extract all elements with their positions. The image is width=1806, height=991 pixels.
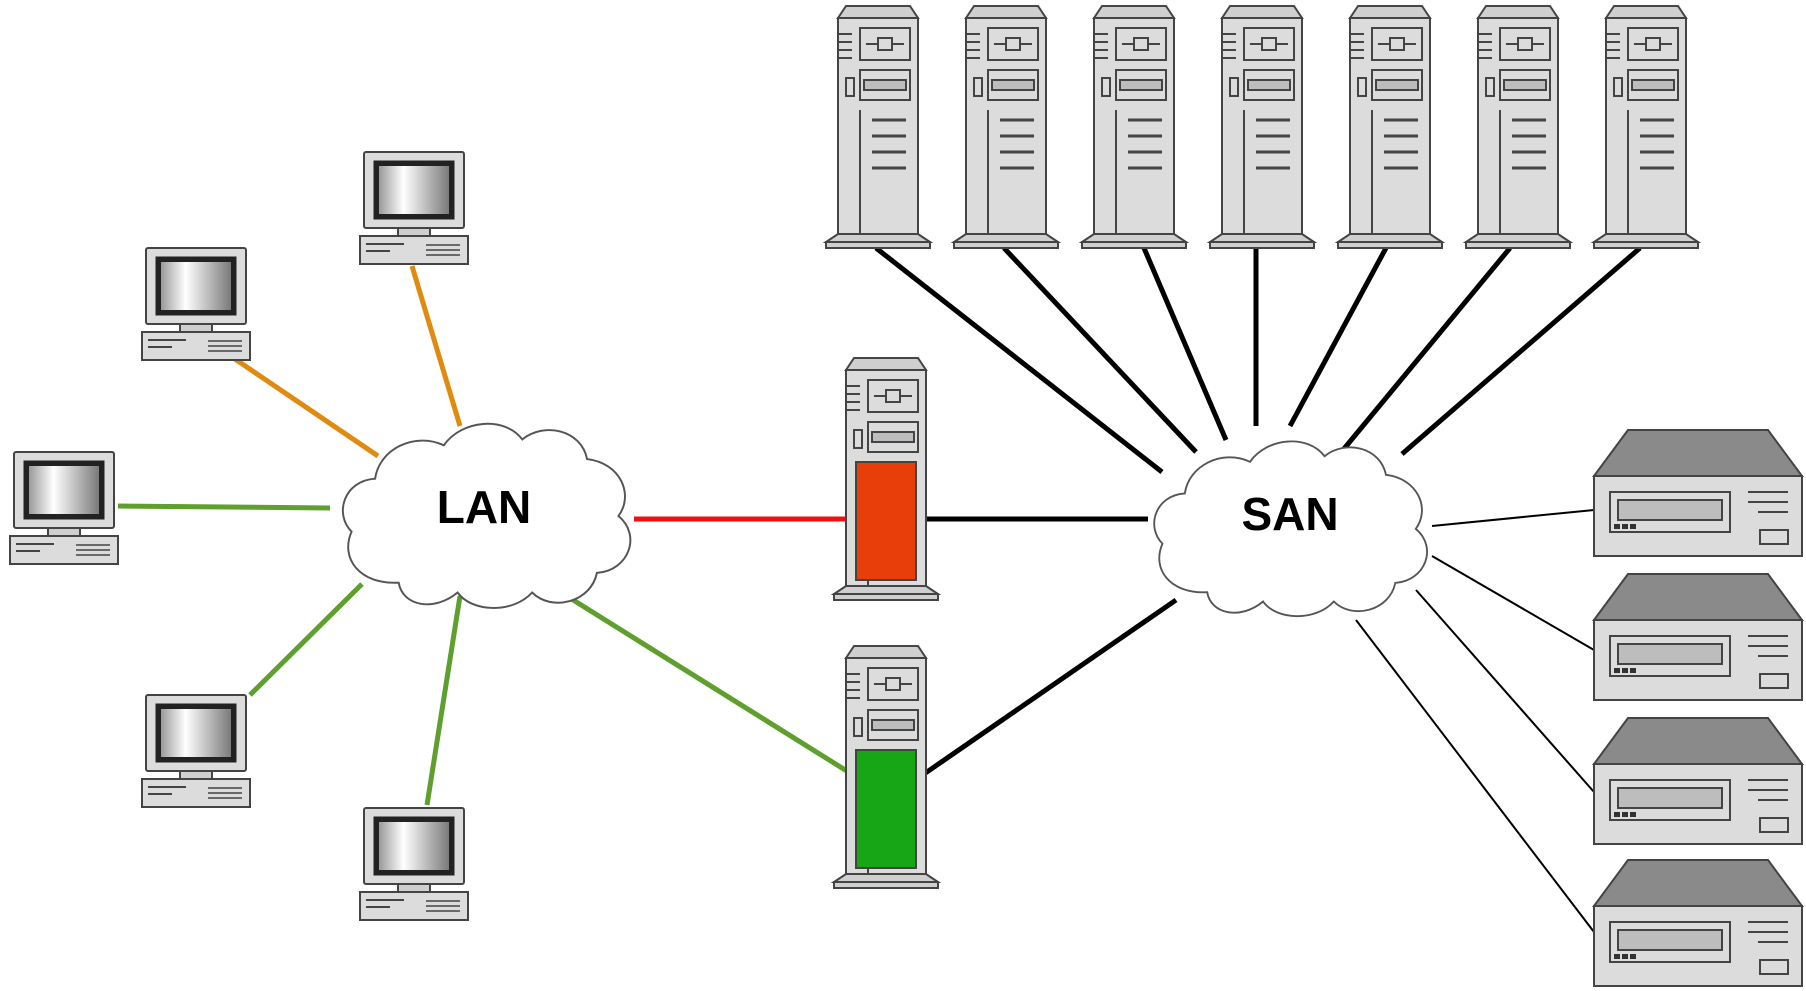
- green-server: [832, 644, 940, 890]
- desktop-computer-icon: [141, 247, 251, 361]
- link-top-server-6-san: [1336, 246, 1512, 458]
- tower-server-icon: [1080, 4, 1188, 250]
- tape-drive-icon: [1593, 717, 1803, 845]
- link-top-server-5-san: [1287, 246, 1389, 428]
- san-label: SAN: [1241, 488, 1338, 540]
- lan-label: LAN: [437, 481, 532, 533]
- link-client-2-lan: [230, 354, 380, 459]
- desktop-computer-icon: [359, 807, 469, 921]
- tape-drive-icon: [1593, 573, 1803, 701]
- tower-server-icon: [1464, 4, 1572, 250]
- link-client-3-lan: [117, 503, 331, 511]
- top-servers: [824, 4, 1700, 250]
- desktop-computer-icon: [359, 151, 469, 265]
- red-server-panel: [855, 461, 917, 581]
- tower-server-icon: [1336, 4, 1444, 250]
- link-lan-green-server: [568, 595, 860, 781]
- link-san-tape-2: [1431, 555, 1595, 651]
- links: [117, 246, 1642, 933]
- link-green-server-san: [922, 597, 1178, 777]
- red-server: [832, 356, 940, 602]
- san-cloud: SAN: [1153, 440, 1429, 618]
- link-client-1-lan: [409, 265, 463, 427]
- link-top-server-2-san: [1002, 246, 1198, 454]
- lan-cloud: LAN: [341, 422, 632, 609]
- desktop-computer-icon: [141, 694, 251, 808]
- link-san-tape-3: [1415, 589, 1595, 793]
- tower-server-icon: [824, 4, 932, 250]
- link-top-server-1-san: [874, 246, 1164, 474]
- link-client-5-lan: [424, 595, 463, 806]
- tape-drive-icon: [1593, 429, 1803, 557]
- desktop-computer-icon: [9, 451, 119, 565]
- tower-server-icon: [1208, 4, 1316, 250]
- tape-drive-icon: [1593, 859, 1803, 987]
- link-top-server-7-san: [1400, 246, 1642, 456]
- tower-server-icon: [952, 4, 1060, 250]
- gateway-servers: [832, 356, 940, 890]
- tower-server-icon: [1592, 4, 1700, 250]
- link-top-server-3-san: [1141, 247, 1229, 441]
- tape-drives: [1593, 429, 1803, 987]
- link-san-tape-1: [1431, 509, 1595, 527]
- link-san-tape-4: [1355, 619, 1595, 933]
- link-client-4-lan: [248, 582, 364, 697]
- green-server-panel: [855, 749, 917, 869]
